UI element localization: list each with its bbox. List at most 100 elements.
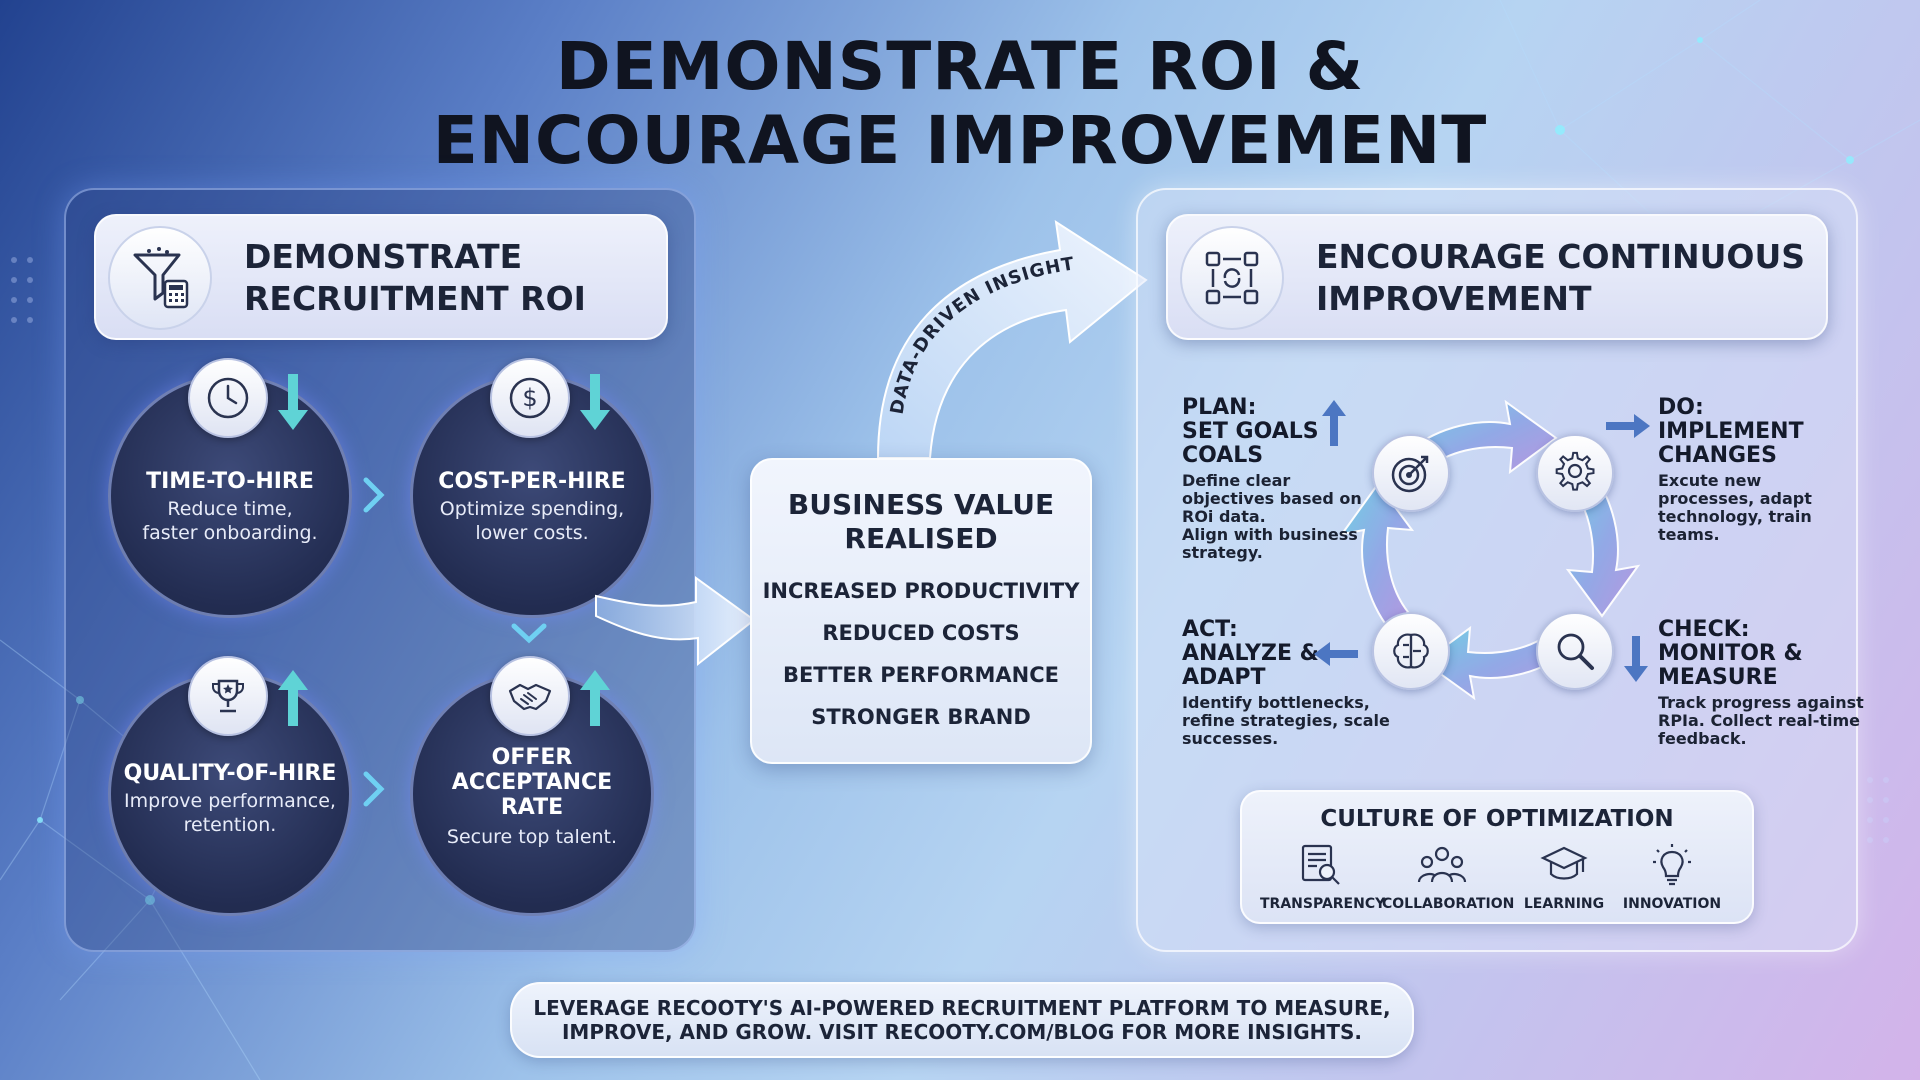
culture-item-learning: LEARNING	[1504, 842, 1624, 912]
phase-act-desc: Identify bottlenecks, refine strategies,…	[1182, 694, 1390, 748]
chevron-right-icon	[363, 771, 385, 807]
magnifier-icon	[1536, 612, 1614, 690]
phase-check-title: CHECK: MONITOR & MEASURE	[1658, 618, 1803, 690]
phase-check-title-line2: MONITOR &	[1658, 641, 1803, 666]
trend-up-arrow	[278, 670, 308, 726]
gear-icon	[1536, 434, 1614, 512]
phase-do-desc-line4: teams.	[1658, 525, 1720, 544]
culture-item-transparency: TRANSPARENCY	[1260, 842, 1386, 912]
page-title-line1: DEMONSTRATE ROI &	[555, 28, 1365, 105]
metric-offer-acceptance-rate: OFFER ACCEPTANCE RATE Secure top talent.	[410, 672, 654, 916]
phase-do-title-line2: IMPLEMENT	[1658, 419, 1804, 444]
phase-check-title-line1: CHECK:	[1658, 617, 1750, 642]
lightbulb-icon	[1653, 844, 1691, 886]
metric-desc-line2: retention.	[183, 814, 277, 836]
improvement-heading-line2: IMPROVEMENT	[1316, 279, 1592, 318]
metric-desc-line2: lower costs.	[475, 522, 589, 544]
arrow-up-icon	[1322, 400, 1346, 446]
svg-text:$: $	[522, 384, 537, 412]
phase-check-title-line3: MEASURE	[1658, 665, 1778, 690]
phase-plan-desc-line1: Define clear	[1182, 471, 1291, 490]
phase-plan-desc-line2: objectives based on	[1182, 489, 1362, 508]
phase-plan-title: PLAN: SET GOALS COALS	[1182, 396, 1319, 468]
culture-item-collaboration: COLLABORATION	[1382, 842, 1515, 912]
culture-card: CULTURE OF OPTIMIZATION TRANSPARENCY COL…	[1240, 790, 1754, 924]
team-icon	[1417, 846, 1467, 883]
metric-time-to-hire: TIME-TO-HIRE Reduce time, faster onboard…	[108, 374, 352, 618]
roi-heading-card: DEMONSTRATE RECRUITMENT ROI	[94, 214, 668, 340]
business-value-card: BUSINESS VALUE REALISED INCREASED PRODUC…	[750, 458, 1092, 764]
page-title-line2: ENCOURAGE IMPROVEMENT	[432, 102, 1488, 179]
roi-heading: DEMONSTRATE RECRUITMENT ROI	[244, 236, 586, 320]
phase-check-desc-line2: RPIa. Collect real-time	[1658, 711, 1861, 730]
data-driven-insights-arrow: DATA-DRIVEN INSIGHTS	[860, 214, 1148, 459]
target-icon	[1372, 434, 1450, 512]
phase-plan-desc-line3: ROi data.	[1182, 507, 1266, 526]
roi-heading-line2: RECRUITMENT ROI	[244, 279, 586, 318]
phase-do-title-line3: CHANGES	[1658, 443, 1777, 468]
brain-icon	[1372, 612, 1450, 690]
business-value-item: STRONGER BRAND	[811, 705, 1031, 729]
improvement-heading: ENCOURAGE CONTINUOUS IMPROVEMENT	[1316, 236, 1805, 320]
metric-cost-per-hire: COST-PER-HIRE Optimize spending, lower c…	[410, 374, 654, 618]
trend-down-arrow	[278, 374, 308, 430]
dollar-icon: $	[490, 358, 570, 438]
graduation-cap-icon	[1540, 846, 1588, 880]
trend-up-arrow	[580, 670, 610, 726]
culture-label: INNOVATION	[1622, 896, 1722, 912]
phase-plan-desc-line4: Align with business	[1182, 525, 1358, 544]
phase-check-desc-line3: feedback.	[1658, 729, 1747, 748]
phase-plan-title-line2: SET GOALS	[1182, 419, 1319, 444]
metric-title-line1: OFFER	[491, 745, 573, 770]
business-value-title-line2: REALISED	[844, 522, 998, 555]
flow-arrow-to-business-value	[595, 576, 756, 667]
culture-item-innovation: INNOVATION	[1612, 842, 1732, 912]
phase-do-desc-line1: Excute new	[1658, 471, 1762, 490]
metric-desc-line1: Secure top talent.	[446, 826, 618, 848]
improvement-heading-card: ENCOURAGE CONTINUOUS IMPROVEMENT	[1166, 214, 1828, 340]
metric-title-line2: ACCEPTANCE	[451, 770, 613, 795]
roi-heading-line1: DEMONSTRATE	[244, 237, 523, 276]
culture-label: LEARNING	[1523, 896, 1605, 912]
arrow-right-icon	[1606, 414, 1650, 438]
clock-icon	[188, 358, 268, 438]
business-value-title-line1: BUSINESS VALUE	[787, 488, 1055, 521]
arrow-left-icon	[1314, 642, 1358, 666]
chevron-right-icon	[363, 477, 385, 513]
business-value-item: INCREASED PRODUCTIVITY	[762, 579, 1080, 603]
metric-desc-line1: Reduce time,	[167, 498, 293, 520]
cycle-icon	[1180, 226, 1284, 330]
chevron-down-icon	[511, 623, 547, 644]
phase-do-title: DO: IMPLEMENT CHANGES	[1658, 396, 1804, 468]
metric-desc-line1: Optimize spending,	[439, 498, 625, 520]
metric-title: QUALITY-OF-HIRE	[123, 761, 337, 786]
funnel-calculator-icon	[108, 226, 212, 330]
culture-label: TRANSPARENCY	[1260, 896, 1386, 912]
culture-label: COLLABORATION	[1382, 896, 1515, 912]
phase-act-desc-line1: Identify bottlenecks,	[1182, 693, 1370, 712]
business-value-item: REDUCED COSTS	[822, 621, 1020, 645]
phase-do-desc-line3: technology, train	[1658, 507, 1812, 526]
phase-plan-title-line3: COALS	[1182, 443, 1264, 468]
phase-act-desc-line2: refine strategies, scale	[1182, 711, 1390, 730]
phase-do-desc: Excute new processes, adapt technology, …	[1658, 472, 1812, 544]
phase-check-desc: Track progress against RPIa. Collect rea…	[1658, 694, 1864, 748]
phase-do-desc-line2: processes, adapt	[1658, 489, 1812, 508]
footer-line1: LEVERAGE RECOOTY'S AI-POWERED RECRUITMEN…	[533, 996, 1391, 1020]
phase-act-desc-line3: successes.	[1182, 729, 1279, 748]
trend-down-arrow	[580, 374, 610, 430]
phase-check-desc-line1: Track progress against	[1658, 693, 1864, 712]
phase-plan-desc: Define clear objectives based on ROi dat…	[1182, 472, 1362, 562]
metric-title: TIME-TO-HIRE	[146, 469, 314, 494]
handshake-icon	[490, 656, 570, 736]
trophy-icon	[188, 656, 268, 736]
page-title: DEMONSTRATE ROI & ENCOURAGE IMPROVEMENT	[0, 30, 1920, 178]
metric-title-line3: RATE	[500, 795, 564, 820]
phase-act-title-line1: ACT:	[1182, 617, 1238, 642]
footer-line2: IMPROVE, AND GROW. VISIT RECOOTY.COM/BLO…	[561, 1020, 1362, 1044]
metric-desc-line1: Improve performance,	[124, 790, 336, 812]
phase-plan-desc-line5: strategy.	[1182, 543, 1263, 562]
business-value-title: BUSINESS VALUE REALISED	[752, 488, 1090, 556]
arrow-down-icon	[1624, 636, 1648, 682]
phase-do-title-line1: DO:	[1658, 395, 1704, 420]
